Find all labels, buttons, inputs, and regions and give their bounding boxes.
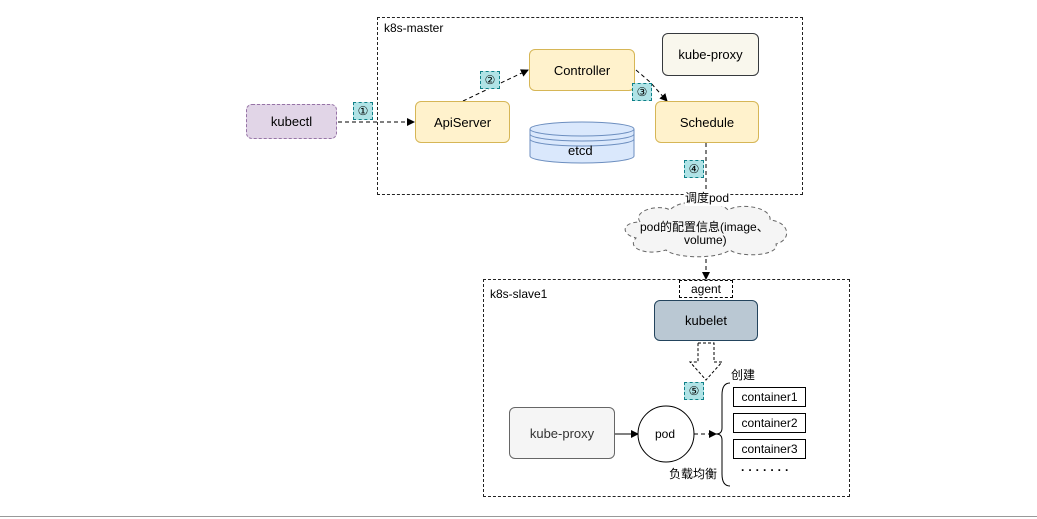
pod-config-cloud-line1: pod的配置信息(image、 xyxy=(640,220,769,234)
step-4-badge: ④ xyxy=(684,160,704,178)
more-containers-ellipsis: · · · · · · · xyxy=(741,463,789,477)
schedule-node[interactable]: Schedule xyxy=(655,101,759,143)
containers-bracket xyxy=(715,382,731,487)
etcd-label: etcd xyxy=(568,143,593,158)
pod-circle xyxy=(637,405,695,463)
container3-box[interactable]: container3 xyxy=(733,439,806,459)
container1-box[interactable]: container1 xyxy=(733,387,806,407)
etcd-cylinder-top xyxy=(529,121,635,137)
step-3-badge: ③ xyxy=(632,83,652,101)
controller-node[interactable]: Controller xyxy=(529,49,635,91)
kube-proxy-slave-node[interactable]: kube-proxy xyxy=(509,407,615,459)
arrow-controller-schedule xyxy=(635,69,668,102)
agent-box: agent xyxy=(679,280,733,298)
create-label: 创建 xyxy=(731,368,756,382)
agent-label: agent xyxy=(690,282,722,296)
kube-proxy-master-node[interactable]: kube-proxy xyxy=(662,33,759,76)
pod-label[interactable]: pod xyxy=(655,427,676,441)
bottom-divider xyxy=(0,516,1037,517)
step-1-badge: ① xyxy=(353,102,373,120)
load-balance-label: 负载均衡 xyxy=(669,467,718,481)
kubelet-node[interactable]: kubelet xyxy=(654,300,758,341)
step-5-badge: ⑤ xyxy=(684,382,704,400)
pod-config-cloud-line2: volume) xyxy=(684,233,727,247)
k8s-master-frame xyxy=(377,17,803,195)
apiserver-node[interactable]: ApiServer xyxy=(415,101,510,143)
schedule-pod-label: 调度pod xyxy=(685,189,730,206)
create-arrow xyxy=(688,342,724,381)
container2-box[interactable]: container2 xyxy=(733,413,806,433)
k8s-slave1-label: k8s-slave1 xyxy=(490,287,548,301)
step-2-badge: ② xyxy=(480,71,500,89)
k8s-master-label: k8s-master xyxy=(384,21,444,35)
kubectl-node[interactable]: kubectl xyxy=(246,104,337,139)
k8s-slave1-frame xyxy=(483,279,850,497)
